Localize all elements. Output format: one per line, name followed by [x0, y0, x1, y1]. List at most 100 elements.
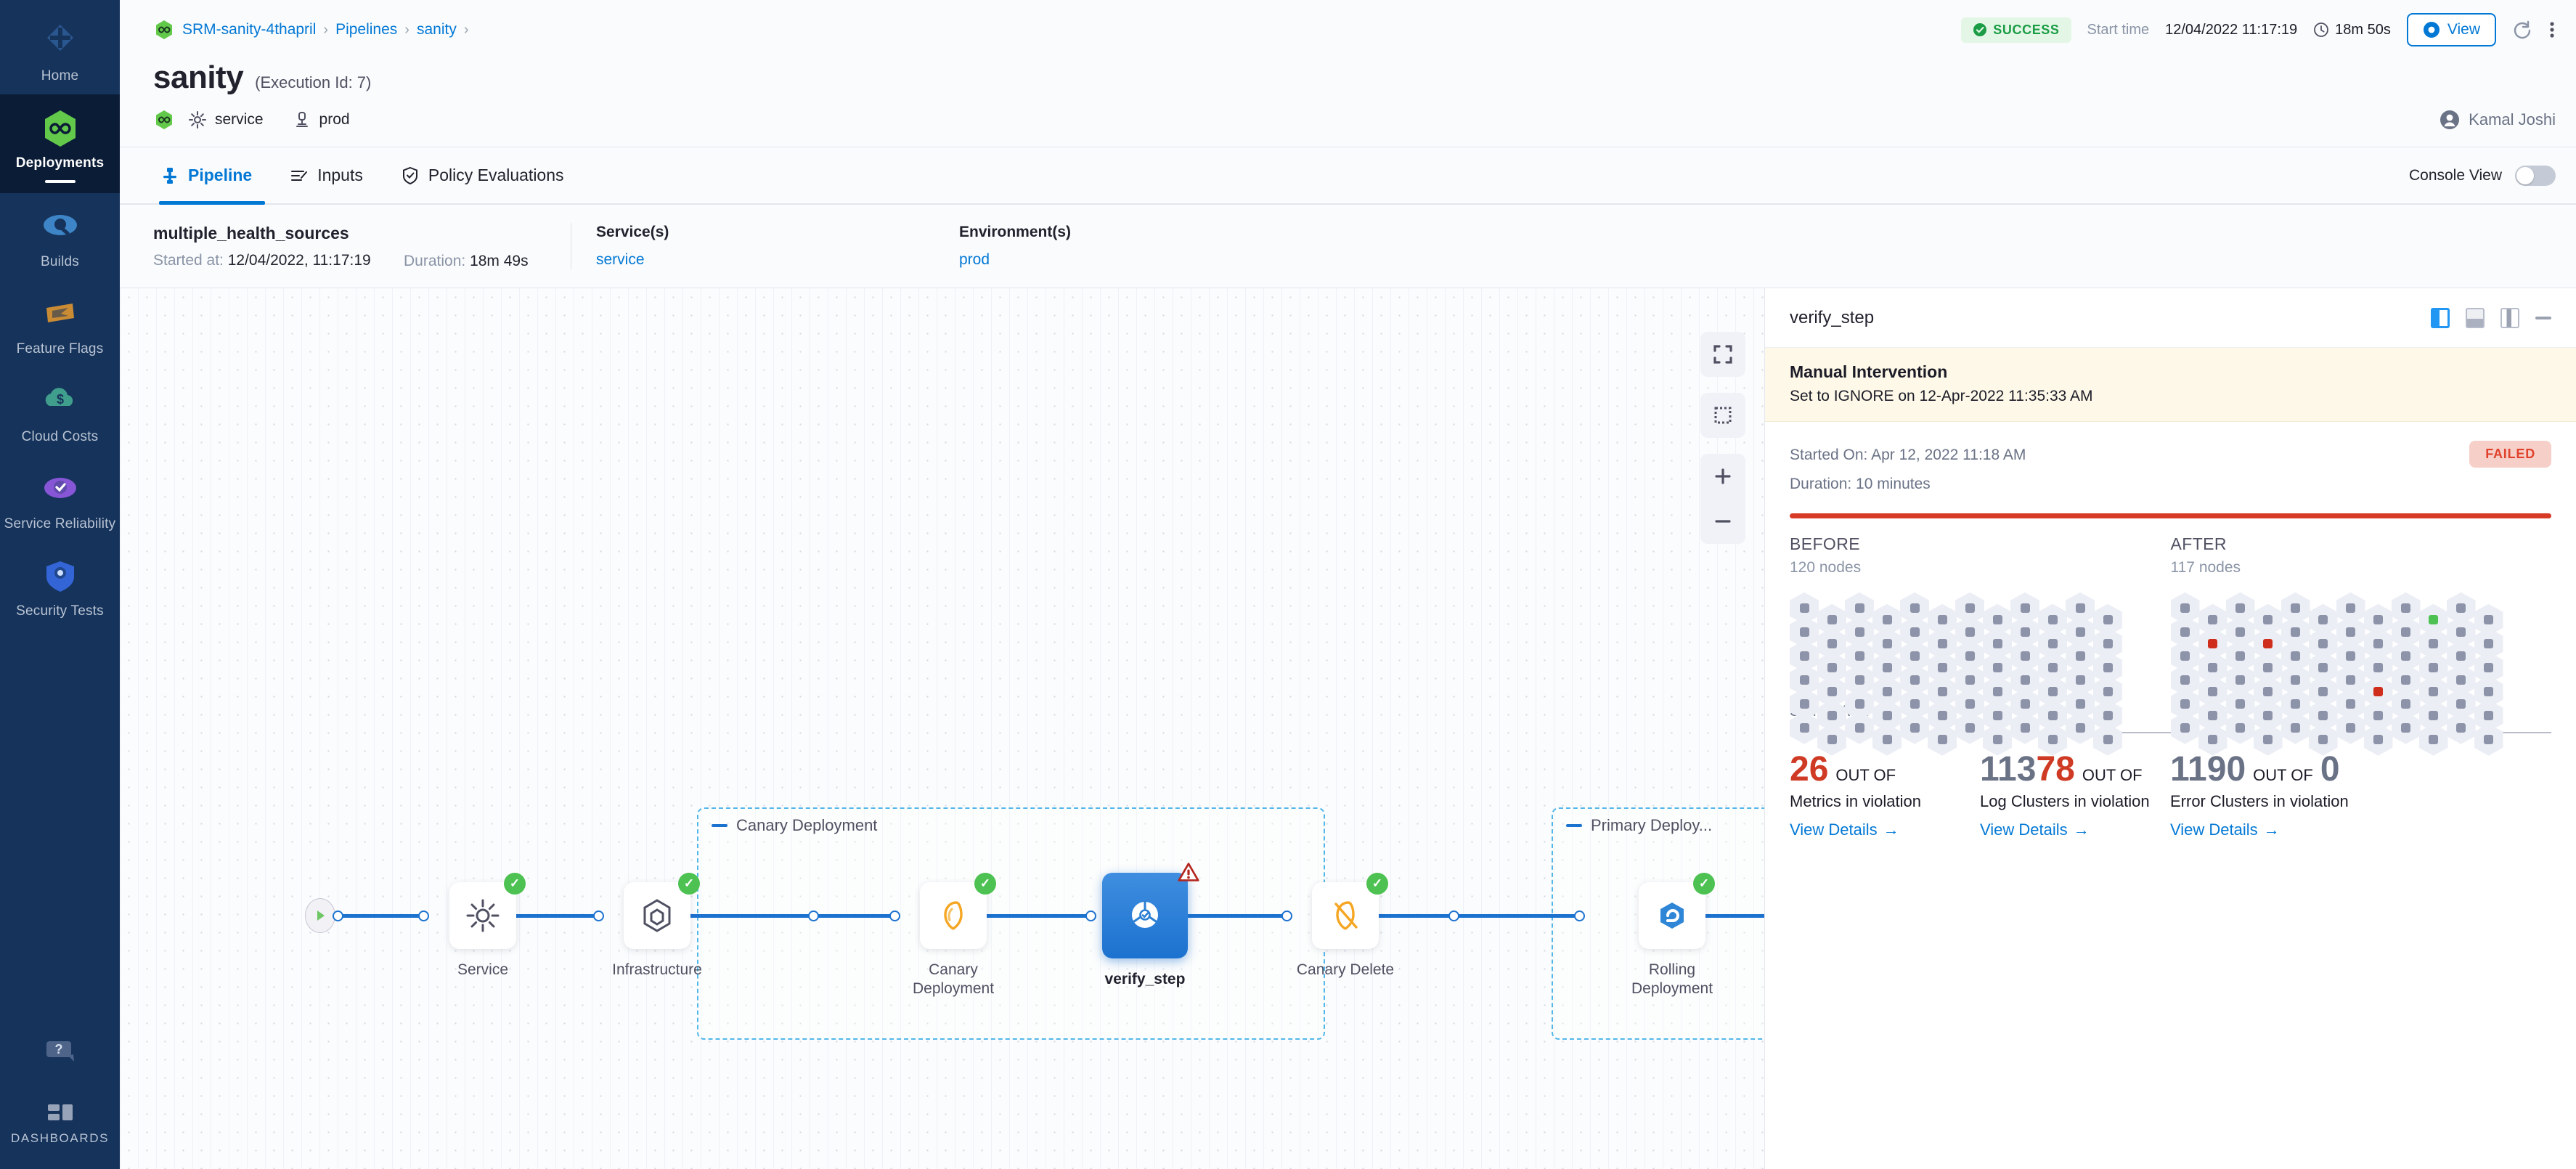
- sidebar-item-feature-flags[interactable]: Feature Flags: [0, 280, 120, 367]
- hex-node: [2446, 592, 2476, 624]
- pipeline-start-node[interactable]: [305, 898, 335, 933]
- view-mode-center-icon[interactable]: [2500, 307, 2519, 328]
- sidebar-item-builds[interactable]: Builds: [0, 193, 120, 280]
- user-menu[interactable]: Kamal Joshi: [2440, 110, 2556, 130]
- breadcrumb-item-project[interactable]: SRM-sanity-4thapril: [182, 21, 317, 38]
- more-vertical-icon[interactable]: [2548, 19, 2556, 41]
- view-details-link[interactable]: View Details →: [1790, 820, 1899, 839]
- pipeline-node-rolling-deployment[interactable]: ✓ Rolling Deployment: [1618, 873, 1727, 998]
- hex-node-dot: [2208, 615, 2217, 625]
- hex-node: [2093, 699, 2122, 732]
- hex-node-dot: [1992, 687, 2002, 697]
- services-value[interactable]: service: [596, 251, 645, 268]
- sidebar-item-cloud-costs[interactable]: $ Cloud Costs: [0, 368, 120, 455]
- collapse-dash-icon[interactable]: [712, 824, 727, 827]
- hex-node-dot: [2075, 627, 2085, 638]
- hex-node: [1983, 627, 2012, 660]
- tab-pipeline[interactable]: Pipeline: [153, 147, 271, 205]
- step-details-title: verify_step: [1790, 307, 1875, 327]
- pipeline-node-infrastructure[interactable]: ✓ Infrastructure: [603, 873, 712, 979]
- manual-intervention-subtitle: Set to IGNORE on 12-Apr-2022 11:35:33 AM: [1790, 388, 2093, 404]
- view-details-link[interactable]: View Details →: [2170, 820, 2280, 839]
- sidebar-item-security-tests[interactable]: Security Tests: [0, 542, 120, 630]
- service-chip[interactable]: service: [188, 110, 264, 129]
- hex-node-dot: [1827, 711, 1837, 721]
- view-details-link[interactable]: View Details →: [1980, 820, 2090, 839]
- pipeline-node-canary-deployment[interactable]: ✓ Canary Deployment: [899, 873, 1008, 998]
- sidebar-bottom: ? DASHBOARDS: [0, 1017, 120, 1169]
- fullscreen-button[interactable]: [1700, 332, 1745, 377]
- pipeline-node-canary-delete[interactable]: ✓ Canary Delete: [1291, 873, 1400, 979]
- hex-node-dot: [2346, 603, 2355, 614]
- hex-node-dot: [1827, 615, 1837, 625]
- sidebar-item-label: Cloud Costs: [21, 428, 99, 444]
- deployments-module-icon: [153, 109, 175, 131]
- refresh-icon[interactable]: [2512, 20, 2532, 40]
- hex-node-dot: [2047, 663, 2058, 673]
- hex-node-dot: [1882, 687, 1892, 697]
- zoom-in-button[interactable]: [1700, 454, 1745, 499]
- hex-node-dot: [2263, 663, 2273, 673]
- zoom-out-button[interactable]: [1700, 499, 1745, 544]
- pipeline-canvas[interactable]: Canary Deployment Primary Deploy...: [120, 288, 1764, 1169]
- node-box[interactable]: [1102, 863, 1199, 958]
- hex-node-dot: [2373, 663, 2383, 673]
- node-box[interactable]: ✓: [1639, 873, 1715, 949]
- pipeline-node-service[interactable]: ✓ Service: [428, 873, 537, 979]
- breadcrumb-item-pipelines[interactable]: Pipelines: [335, 21, 398, 38]
- node-box[interactable]: ✓: [920, 873, 996, 949]
- connector-dot: [1574, 911, 1585, 921]
- minimize-icon[interactable]: [2535, 316, 2551, 319]
- group-title-label: Canary Deployment: [736, 816, 878, 834]
- hex-node-dot: [2401, 675, 2410, 685]
- sidebar-item-service-reliability[interactable]: Service Reliability: [0, 455, 120, 542]
- hex-node-dot: [2180, 723, 2190, 733]
- console-view-switch[interactable]: [2515, 165, 2556, 186]
- hex-node-dot: [2291, 699, 2300, 709]
- hex-node-dot: [1827, 687, 1837, 697]
- tab-policy-evaluations[interactable]: Policy Evaluations: [382, 147, 583, 203]
- breadcrumb-item-sanity[interactable]: sanity: [416, 21, 457, 38]
- before-hex-grid: [1790, 592, 2124, 756]
- hex-node-dot: [1937, 735, 1947, 745]
- environments-value[interactable]: prod: [959, 251, 990, 268]
- after-column: AFTER 117 nodes: [2170, 534, 2552, 756]
- node-box[interactable]: ✓: [449, 873, 526, 949]
- view-details-label: View Details: [2170, 820, 2258, 839]
- manual-intervention-banner: Manual Intervention Set to IGNORE on 12-…: [1765, 348, 2576, 422]
- console-view-toggle[interactable]: Console View: [2409, 147, 2556, 203]
- hex-node-dot: [1827, 663, 1837, 673]
- breadcrumb-separator: ›: [323, 21, 329, 38]
- node-box[interactable]: ✓: [624, 873, 700, 949]
- tab-inputs[interactable]: Inputs: [271, 147, 382, 203]
- summary-value-suffix: 78: [2036, 749, 2075, 789]
- environment-chip[interactable]: prod: [293, 110, 350, 129]
- hex-node: [1983, 723, 2012, 756]
- summary-description: Metrics in violation: [1790, 791, 1921, 810]
- view-mode-split-icon[interactable]: [2431, 307, 2450, 328]
- hex-node-dot: [2346, 699, 2355, 709]
- view-mode-bottom-icon[interactable]: [2466, 307, 2485, 328]
- top-bar: SRM-sanity-4thapril › Pipelines › sanity…: [120, 0, 2576, 60]
- node-box[interactable]: ✓: [1312, 873, 1388, 949]
- hex-node-dot: [1854, 723, 1864, 733]
- sidebar-item-deployments[interactable]: Deployments: [0, 94, 120, 193]
- sidebar-item-home[interactable]: Home: [0, 7, 120, 94]
- group-canary-deployment[interactable]: Canary Deployment: [697, 807, 1325, 1040]
- plus-icon: [1715, 468, 1731, 484]
- hex-node-dot: [1827, 735, 1837, 745]
- summary-card-metrics: 26 OUT OF Metrics in violation View Deta…: [1790, 752, 1980, 840]
- hex-node-dot: [2291, 675, 2300, 685]
- select-area-button[interactable]: [1700, 393, 1745, 438]
- hex-node-dot: [2318, 735, 2328, 745]
- hex-node-dot: [1799, 651, 1809, 661]
- started-at-label: Started at:: [153, 251, 224, 269]
- console-view-label: Console View: [2408, 166, 2502, 184]
- tab-label: Inputs: [317, 166, 363, 184]
- sidebar-item-dashboards[interactable]: DASHBOARDS: [0, 1101, 120, 1156]
- collapse-dash-icon[interactable]: [1566, 824, 1582, 827]
- pipeline-node-verify-step[interactable]: verify_step: [1091, 863, 1199, 989]
- view-button[interactable]: View: [2406, 13, 2496, 46]
- sidebar-item-help[interactable]: ?: [0, 1017, 120, 1101]
